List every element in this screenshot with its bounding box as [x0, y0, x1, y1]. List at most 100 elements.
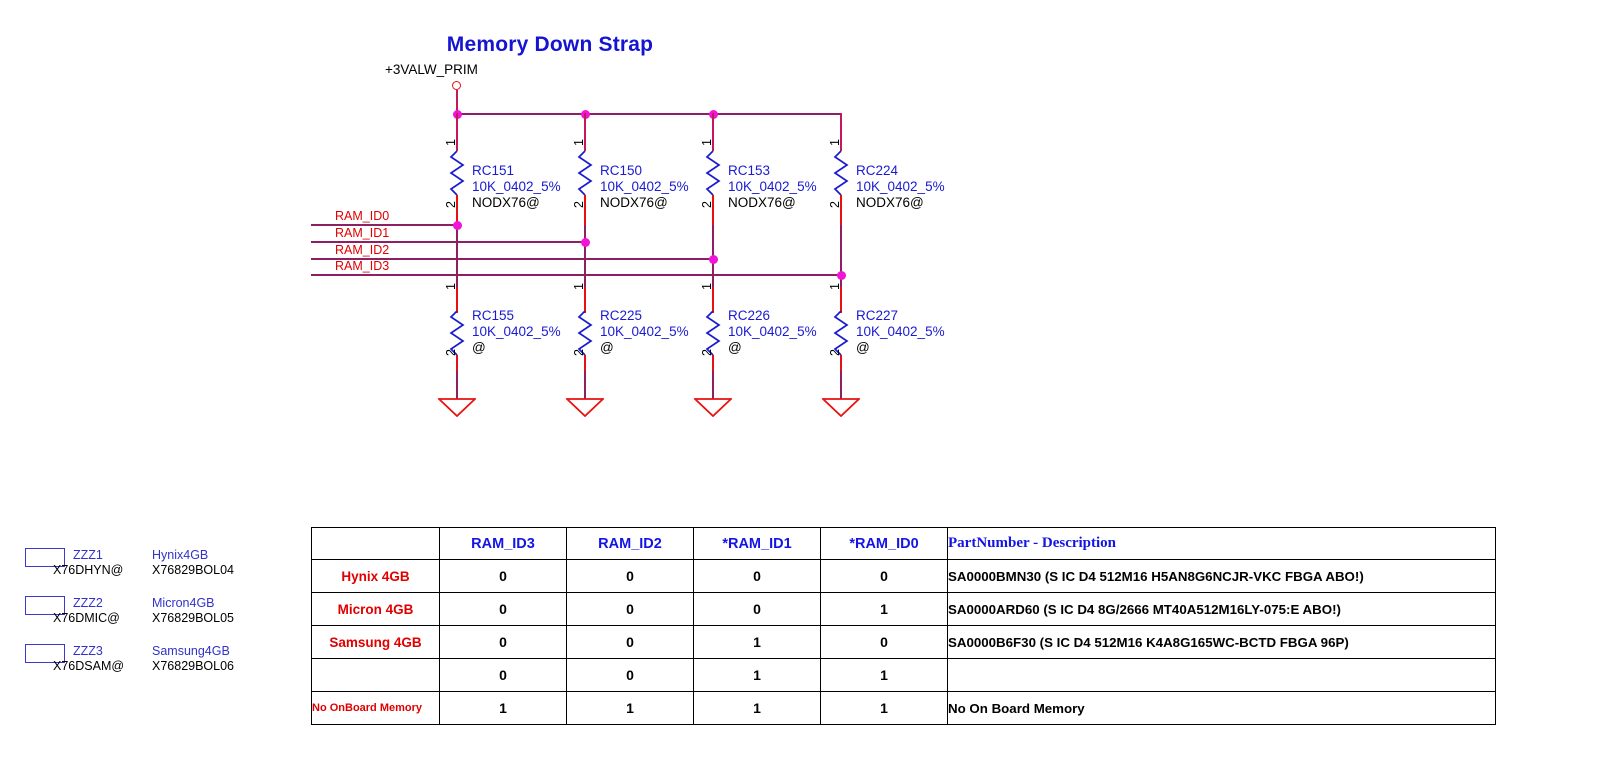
- pin-number-top: 1: [828, 283, 842, 290]
- ground-symbol: [438, 398, 476, 417]
- pin-number-top: 1: [828, 139, 842, 146]
- table-row: Hynix 4GB 0 0 0 0 SA0000BMN30 (S IC D4 5…: [311, 559, 1496, 593]
- resistor-ref: RC151: [472, 163, 515, 178]
- resistor-label-rc225: RC225 10K_0402_5% @: [600, 308, 689, 357]
- power-net-stub: [456, 90, 458, 114]
- resistor-symbol-rc226: [704, 311, 722, 359]
- power-net-symbol: [452, 81, 461, 90]
- resistor-ref: RC224: [856, 163, 899, 178]
- bit-cell: 0: [693, 592, 821, 626]
- resistor-symbol-rc155: [448, 311, 466, 359]
- resistor-ref: RC150: [600, 163, 643, 178]
- resistor-footnote: NODX76@: [728, 195, 796, 211]
- resistor-top-lead: [456, 287, 458, 313]
- resistor-label-rc227: RC227 10K_0402_5% @: [856, 308, 945, 357]
- resistor-symbol-rc224: [832, 151, 850, 199]
- row-label: Micron 4GB: [311, 592, 440, 626]
- legend-vendor: Samsung4GB: [152, 644, 230, 658]
- resistor-footnote: NODX76@: [472, 195, 540, 211]
- table-row: Samsung 4GB 0 0 1 0 SA0000B6F30 (S IC D4…: [311, 625, 1496, 659]
- junction-dot: [837, 271, 846, 280]
- resistor-footnote: @: [472, 340, 486, 356]
- legend-part: X76DHYN@: [53, 563, 124, 577]
- part-cell: [947, 658, 1496, 692]
- ground-lead: [584, 371, 586, 399]
- bit-cell: 0: [566, 625, 694, 659]
- resistor-top-lead: [712, 113, 714, 151]
- bit-cell: 1: [566, 691, 694, 725]
- power-net-label: +3VALW_PRIM: [385, 62, 478, 77]
- resistor-bottom-lead: [584, 195, 586, 225]
- pin-number-bottom: 2: [444, 349, 458, 356]
- part-cell: No On Board Memory: [947, 691, 1496, 725]
- resistor-value: 10K_0402_5%: [600, 324, 689, 340]
- resistor-bottom-lead: [712, 195, 714, 225]
- table-row: No OnBoard Memory 1 1 1 1 No On Board Me…: [311, 691, 1496, 725]
- legend-swatch-box[interactable]: [25, 644, 65, 663]
- pin-number-top: 1: [700, 283, 714, 290]
- pin-number-bottom: 2: [572, 349, 586, 356]
- bit-cell: 0: [820, 625, 948, 659]
- net-label-ram-id1: RAM_ID1: [335, 226, 390, 240]
- resistor-value: 10K_0402_5%: [728, 179, 817, 195]
- bit-cell: 0: [820, 559, 948, 593]
- bit-cell: 1: [820, 658, 948, 692]
- legend-code: ZZZ2: [73, 596, 103, 610]
- row-label: Samsung 4GB: [311, 625, 440, 659]
- table-header-ram-id3: RAM_ID3: [439, 527, 567, 560]
- resistor-bottom-lead: [840, 195, 842, 225]
- resistor-label-rc226: RC226 10K_0402_5% @: [728, 308, 817, 357]
- resistor-bottom-lead: [456, 355, 458, 373]
- resistor-ref: RC153: [728, 163, 771, 178]
- bit-cell: 0: [439, 625, 567, 659]
- table-header-ram-id2: RAM_ID2: [566, 527, 694, 560]
- bit-cell: 1: [439, 691, 567, 725]
- pin-number-top: 1: [444, 283, 458, 290]
- net-wire-ram-id3: [311, 274, 842, 276]
- resistor-footnote: @: [728, 340, 742, 356]
- legend-bom: X76829BOL05: [152, 611, 235, 625]
- bit-cell: 1: [820, 592, 948, 626]
- resistor-top-lead: [840, 113, 842, 151]
- junction-dot: [709, 255, 718, 264]
- pin-number-top: 1: [572, 139, 586, 146]
- net-label-ram-id0: RAM_ID0: [335, 209, 390, 223]
- net-wire-ram-id0: [311, 224, 458, 226]
- bit-cell: 1: [820, 691, 948, 725]
- legend-swatch-box[interactable]: [25, 548, 65, 567]
- legend-code: ZZZ1: [73, 548, 103, 562]
- resistor-top-lead: [584, 113, 586, 151]
- legend-code: ZZZ3: [73, 644, 103, 658]
- resistor-ref: RC155: [472, 308, 515, 323]
- pin-number-top: 1: [572, 283, 586, 290]
- resistor-label-rc153: RC153 10K_0402_5% NODX76@: [728, 163, 817, 212]
- bit-cell: 0: [693, 559, 821, 593]
- pin-number-bottom: 2: [828, 201, 842, 208]
- resistor-ref: RC225: [600, 308, 643, 323]
- resistor-symbol-rc225: [576, 311, 594, 359]
- legend-vendor: Hynix4GB: [152, 548, 209, 562]
- pin-number-top: 1: [700, 139, 714, 146]
- table-row: Micron 4GB 0 0 0 1 SA0000ARD60 (S IC D4 …: [311, 592, 1496, 626]
- junction-dot: [581, 238, 590, 247]
- resistor-footnote: @: [856, 340, 870, 356]
- row-label: [311, 658, 440, 692]
- resistor-top-lead: [456, 113, 458, 151]
- page-title: Memory Down Strap: [446, 33, 654, 56]
- part-cell: SA0000ARD60 (S IC D4 8G/2666 MT40A512M16…: [947, 592, 1496, 626]
- column-wire: [584, 225, 586, 287]
- legend-swatch-box[interactable]: [25, 596, 65, 615]
- pin-number-bottom: 2: [828, 349, 842, 356]
- resistor-symbol-rc150: [576, 151, 594, 199]
- pin-number-bottom: 2: [700, 201, 714, 208]
- pin-number-top: 1: [444, 139, 458, 146]
- bit-cell: 0: [439, 658, 567, 692]
- resistor-value: 10K_0402_5%: [856, 179, 945, 195]
- resistor-bottom-lead: [840, 355, 842, 373]
- pin-number-bottom: 2: [700, 349, 714, 356]
- bit-cell: 0: [566, 559, 694, 593]
- legend-bom: X76829BOL06: [152, 659, 235, 673]
- resistor-value: 10K_0402_5%: [856, 324, 945, 340]
- pin-number-bottom: 2: [444, 201, 458, 208]
- table-header-blank: [311, 527, 440, 560]
